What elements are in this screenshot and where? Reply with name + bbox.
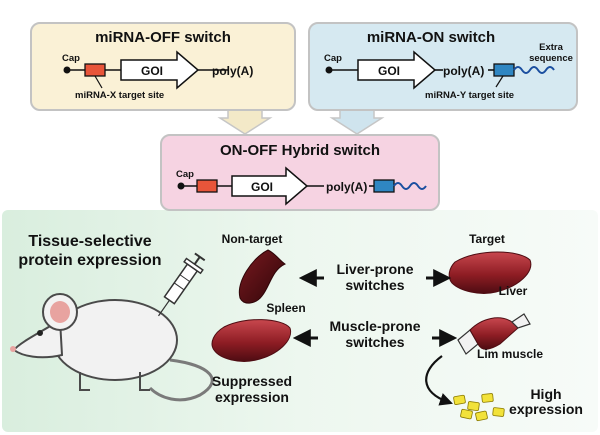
spleen-organ bbox=[238, 249, 287, 304]
extra-sequence-wave bbox=[393, 182, 427, 190]
target-label: Target bbox=[469, 232, 505, 246]
mirna-off-switch-panel: miRNA-OFF switch Cap GOI poly(A) miRNA-X… bbox=[30, 22, 296, 111]
goi-arrow bbox=[231, 166, 309, 206]
goi-arrow bbox=[120, 50, 200, 90]
high-expression-line1: High bbox=[530, 386, 561, 402]
extra-label-line2: sequence bbox=[529, 53, 573, 64]
goi-label: GOI bbox=[141, 64, 163, 78]
cap-label: Cap bbox=[324, 53, 342, 64]
mirna-y-target-site bbox=[493, 63, 515, 77]
expression-curved-arrow bbox=[425, 355, 453, 406]
mirna-y-target-label: miRNA-Y target site bbox=[425, 90, 514, 101]
mirna-x-target-site bbox=[196, 179, 218, 193]
suppressed-expression-line1: Suppressed bbox=[212, 373, 292, 389]
muscle-prone-label-line2: switches bbox=[345, 334, 404, 350]
syringe-icon bbox=[158, 252, 206, 317]
polya-label: poly(A) bbox=[212, 64, 253, 78]
extra-sequence-wave bbox=[513, 66, 555, 74]
liver-prone-label-line1: Liver-prone bbox=[336, 261, 413, 277]
cap-label: Cap bbox=[176, 169, 194, 180]
polya-label: poly(A) bbox=[443, 64, 484, 78]
hybrid-switch-panel: ON-OFF Hybrid switch Cap GOI poly(A) bbox=[160, 134, 440, 211]
high-expression-line2: expression bbox=[509, 401, 583, 417]
on-switch-title: miRNA-ON switch bbox=[367, 29, 495, 46]
goi-label: GOI bbox=[378, 64, 400, 78]
funnel-arrow-left bbox=[217, 107, 273, 135]
spleen-label: Spleen bbox=[266, 301, 305, 315]
liver-prone-label-line2: switches bbox=[345, 277, 404, 293]
goi-arrow bbox=[357, 50, 437, 90]
lim-muscle-label: Lim muscle bbox=[477, 347, 543, 361]
mirna-on-switch-panel: miRNA-ON switch Cap GOI poly(A) miRNA-Y … bbox=[308, 22, 578, 111]
liver-label: Liver bbox=[499, 284, 528, 298]
mouse-illustration bbox=[10, 293, 214, 402]
bottom-panel bbox=[2, 210, 598, 432]
extra-label-line1: Extra bbox=[539, 42, 563, 53]
off-switch-title: miRNA-OFF switch bbox=[95, 29, 231, 46]
mirna-y-target-site bbox=[373, 179, 395, 193]
protein-cluster bbox=[453, 393, 505, 422]
polya-label: poly(A) bbox=[326, 180, 367, 194]
funnel-arrow-right bbox=[329, 107, 385, 135]
mirna-x-target-site bbox=[84, 63, 106, 77]
suppressed-expression-line2: expression bbox=[215, 389, 289, 405]
goi-label: GOI bbox=[251, 180, 273, 194]
cap-label: Cap bbox=[62, 53, 80, 64]
muscle-prone-label-line1: Muscle-prone bbox=[329, 318, 420, 334]
mirna-x-target-label: miRNA-X target site bbox=[75, 90, 164, 101]
hybrid-switch-title: ON-OFF Hybrid switch bbox=[220, 142, 380, 159]
tissue-selective-heading-line2: protein expression bbox=[18, 252, 161, 269]
tissue-selective-heading-line1: Tissue-selective bbox=[28, 233, 151, 250]
liver-organ-non-target bbox=[211, 319, 292, 362]
non-target-label: Non-target bbox=[222, 232, 283, 246]
lim-muscle-organ bbox=[457, 313, 531, 355]
